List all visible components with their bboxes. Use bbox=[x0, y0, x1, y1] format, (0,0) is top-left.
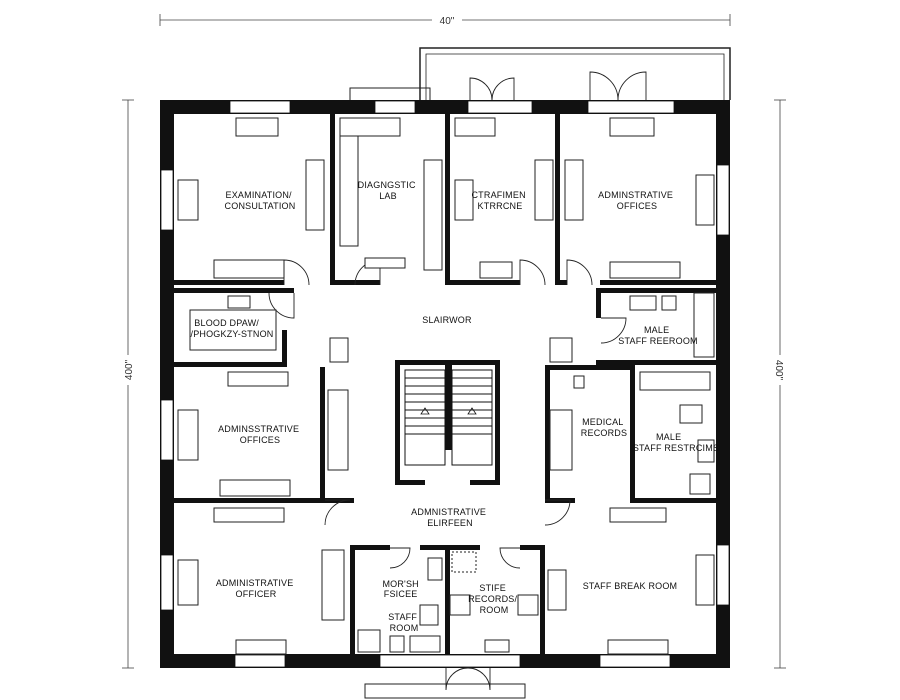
room-label-staff-room: MOR'SH FSICEE STAFF ROOM bbox=[382, 579, 421, 633]
dimension-left: 400" bbox=[124, 359, 135, 380]
room-label-examination: EXAMINATION/ CONSULTATION bbox=[225, 190, 296, 211]
room-labels: EXAMINATION/ CONSULTATION DIAGNGSTIC LAB… bbox=[191, 180, 719, 633]
room-label-admin-offices-top: ADMINSTRATIVE OFFICES bbox=[598, 190, 676, 211]
furniture bbox=[177, 117, 715, 655]
dimension-top: 40" bbox=[440, 16, 455, 27]
dimension-lines: 40" 400" 400" bbox=[120, 14, 788, 669]
room-label-admin-elevator: ADMNISTRATIVE ELIRFEEN bbox=[411, 507, 489, 528]
room-label-medical-records: MEDICAL RECORDS bbox=[581, 417, 627, 438]
room-label-admin-officer: ADMINISTRATIVE OFFICER bbox=[216, 578, 296, 599]
room-label-male-staff: MALE STAFF REEROOM bbox=[618, 325, 697, 346]
room-label-stairway: SLAIRWOR bbox=[422, 315, 472, 325]
interior-walls bbox=[174, 100, 716, 655]
room-label-admin-offices-mid: ADMINSSTRATIVE OFFICES bbox=[218, 424, 302, 445]
room-label-ctr: CTRAFIMEN KTRRCNE bbox=[471, 190, 528, 211]
dimension-right: 400" bbox=[773, 360, 784, 381]
exterior-walls bbox=[160, 100, 730, 668]
room-label-diagnostic-lab: DIAGNGSTIC LAB bbox=[358, 180, 419, 201]
room-label-stife-records: STIFE RECORDS/ ROOM bbox=[468, 583, 520, 615]
room-label-blood-draw: BLOOD DPAW/ /PHOGKZY-STNON bbox=[191, 318, 274, 339]
room-label-male-restrooms: MALE STAFF RESTRCIMS bbox=[633, 432, 719, 453]
room-label-staff-break-room: STAFF BREAK ROOM bbox=[583, 581, 678, 591]
stairs bbox=[404, 365, 493, 466]
doors bbox=[268, 71, 647, 691]
